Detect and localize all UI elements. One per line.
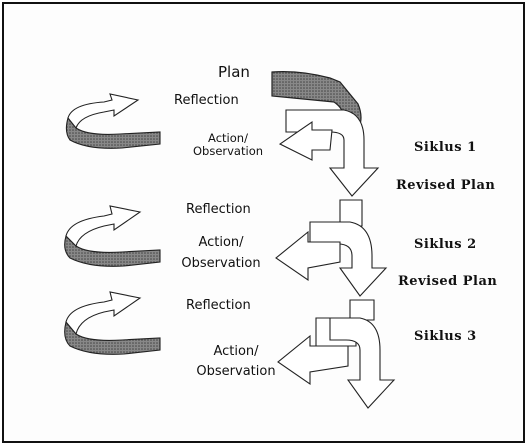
plan-label: Plan bbox=[218, 63, 250, 81]
cycle-2-connector bbox=[339, 199, 363, 227]
cycle-1-action-label: Action/ Observation bbox=[184, 131, 272, 159]
cycle-3-action-line2: Observation bbox=[196, 363, 276, 379]
cycle-3-action-label: Action/ Observation bbox=[186, 344, 286, 380]
plan-band bbox=[271, 71, 362, 142]
cycle-2-spiral-band bbox=[64, 234, 161, 267]
cycle-2-action-line2: Observation bbox=[181, 255, 261, 271]
cycle-2-reflection-label: Reflection bbox=[186, 202, 251, 217]
cycle-3-reflection-label: Reflection bbox=[186, 298, 251, 313]
siklus-2-label: Siklus 2 bbox=[414, 237, 477, 252]
cycle-3-down-arrow bbox=[329, 317, 396, 409]
cycle-1-action-line1: Action/ bbox=[208, 131, 248, 145]
cycle-3-action-line1: Action/ bbox=[213, 344, 259, 359]
cycle-3-spiral-band bbox=[64, 320, 161, 355]
cycle-3-connector bbox=[349, 299, 375, 321]
cycle-2-spiral-arrow bbox=[65, 205, 142, 248]
cycle-2-action-line1: Action/ bbox=[198, 235, 244, 250]
revised-plan-1-label: Revised Plan bbox=[396, 178, 496, 193]
cycle-1-spiral-band bbox=[65, 116, 161, 149]
cycle-2-down-arrow bbox=[309, 221, 388, 297]
siklus-3-label: Siklus 3 bbox=[414, 329, 477, 344]
cycle-1-spiral-arrow bbox=[67, 93, 140, 130]
revised-plan-2-label: Revised Plan bbox=[398, 274, 498, 289]
cycle-1-reflection-label: Reflection bbox=[174, 93, 239, 108]
cycle-1-action-line2: Observation bbox=[192, 144, 264, 159]
cycle-1-left-arrow bbox=[278, 120, 333, 161]
cycle-3-left-arrow bbox=[277, 334, 349, 386]
cycle-2-left-arrow bbox=[275, 230, 341, 282]
siklus-1-label: Siklus 1 bbox=[414, 140, 477, 155]
cycle-2-action-label: Action/ Observation bbox=[172, 235, 270, 272]
cycle-3-spiral-arrow bbox=[65, 291, 142, 336]
